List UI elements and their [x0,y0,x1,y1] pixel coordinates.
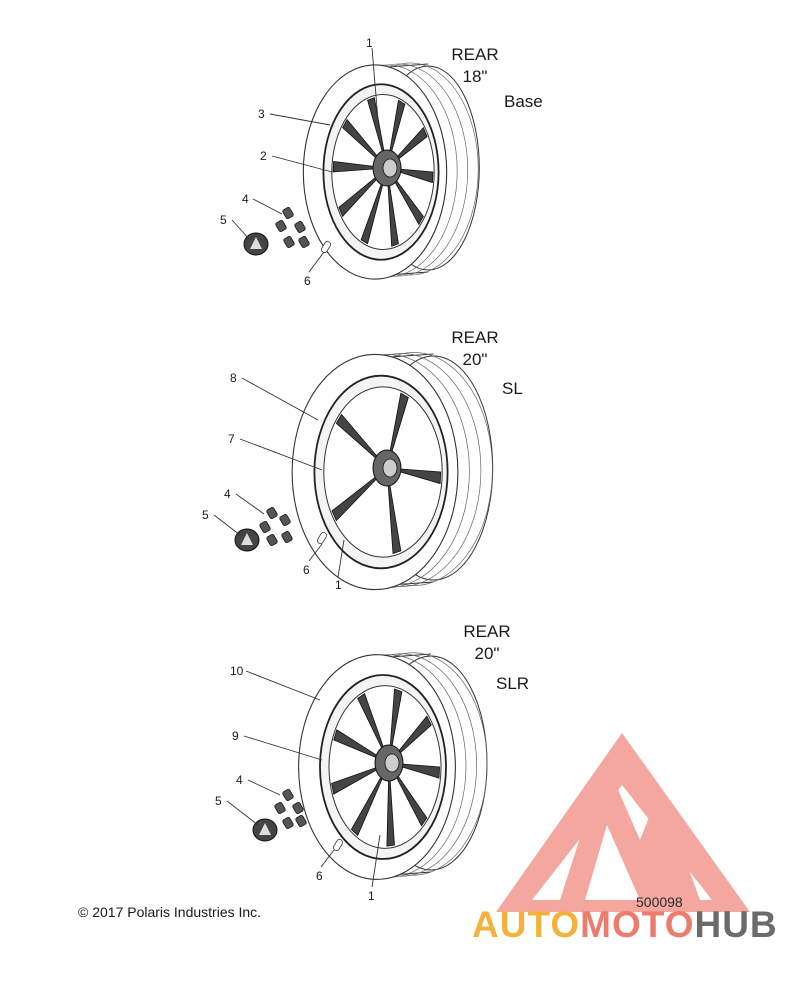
title-rear-slr: REAR 20" [452,621,522,665]
lug-nut-icon [294,221,306,233]
center-cap-icon [252,818,278,842]
callout-1: 1 [366,36,373,50]
title-rear-label: REAR [463,622,511,641]
leader-line [235,493,265,515]
variant-label: SLR [496,674,530,693]
leader-line [308,251,325,273]
watermark-auto: AUTO [472,904,581,945]
title-rear-base: REAR 18" [440,44,510,88]
lug-nut-icon [292,802,304,814]
leader-line [226,800,259,826]
leader-line [239,438,323,471]
lug-nut-icon [282,207,294,219]
callout-6: 6 [304,274,311,288]
hardware-set-1 [243,207,331,256]
lug-nut-icon [281,531,293,543]
callout-2: 2 [260,149,267,163]
copyright-notice: © 2017 Polaris Industries Inc. [78,904,262,920]
center-cap-icon [234,528,260,552]
leader-line [241,377,319,421]
lug-nut-icon [259,521,271,533]
leader-line [371,834,381,888]
valve-stem-icon [317,532,327,544]
callout-6: 6 [316,869,323,883]
leader-line [308,543,323,562]
lug-nut-icon [282,789,294,801]
callout-8: 8 [230,371,237,385]
callout-4: 4 [242,192,249,206]
callout-6: 6 [303,563,310,577]
watermark-logo-icon [496,733,750,912]
watermark-brand: AUTOMOTOHUB [472,904,778,946]
callout-7: 7 [228,432,235,446]
lug-nut-icon [283,236,295,248]
callout-1: 1 [368,889,375,903]
leader-line [271,155,333,173]
leader-line [231,219,251,241]
title-rear-sl: REAR 20" [440,327,510,371]
variant-label: SL [502,379,523,398]
leader-line [213,514,241,536]
lug-nut-icon [266,534,278,546]
leader-line [320,849,335,868]
watermark-hub: HUB [694,904,778,945]
hardware-set-2 [234,507,327,552]
title-size-label: 20" [474,644,500,663]
callout-5: 5 [215,794,222,808]
lug-nut-icon [295,815,307,827]
variant-label: Base [504,92,543,111]
wheel-sl [291,352,494,591]
callout-4: 4 [236,773,243,787]
title-rear-label: REAR [451,45,499,64]
lug-nut-icon [266,507,278,519]
lug-nut-icon [274,802,286,814]
wheel-base [302,62,480,280]
lug-nut-icon [279,514,291,526]
callout-9: 9 [232,729,239,743]
diagram-number: 500098 [636,894,683,910]
callout-10: 10 [230,664,244,678]
leader-line [269,113,331,126]
title-size-label: 20" [462,350,488,369]
wheel-slr [298,652,488,880]
leader-line [371,47,379,121]
title-rear-label: REAR [451,328,499,347]
callout-5: 5 [220,213,227,227]
watermark-moto: MOTO [580,904,695,945]
lug-nut-icon [282,817,294,829]
callout-1: 1 [335,578,342,592]
callout-4: 4 [224,487,231,501]
lug-nut-icon [298,236,310,248]
hardware-set-3 [252,789,343,851]
callout-3: 3 [258,107,265,121]
leader-line [337,539,345,578]
center-cap-icon [243,232,269,256]
leader-line [247,779,281,796]
valve-stem-icon [333,839,343,851]
leader-line [245,670,321,701]
lug-nut-icon [275,220,287,232]
callout-5: 5 [202,508,209,522]
leader-line [252,198,283,215]
title-size-label: 18" [462,67,488,86]
valve-stem-icon [321,241,331,253]
leader-line [243,735,323,761]
